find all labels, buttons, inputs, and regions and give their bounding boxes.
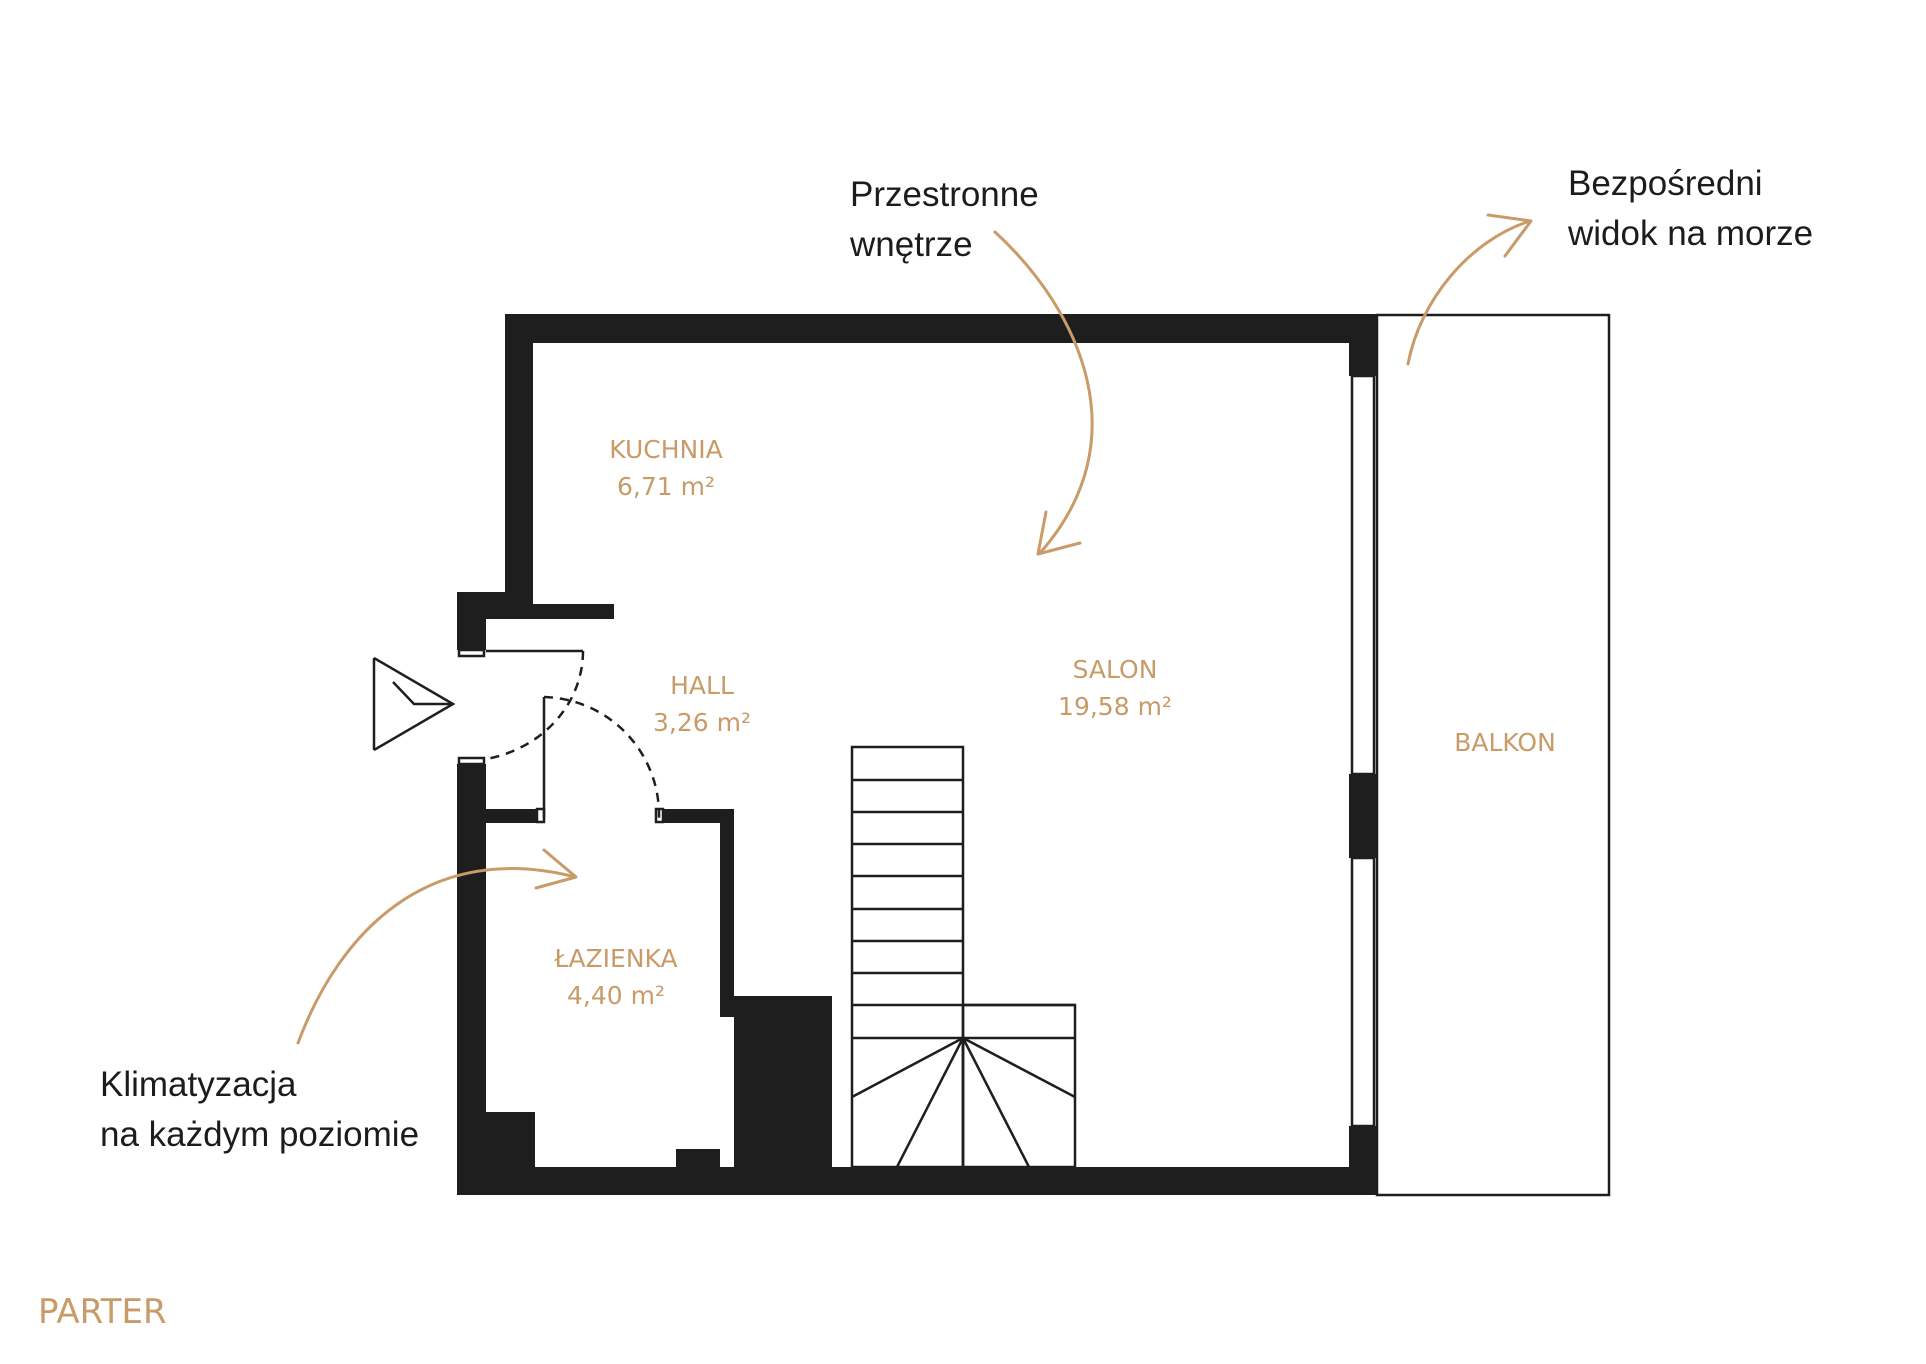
callout-space-line2: wnętrze bbox=[849, 225, 973, 264]
entrance-door bbox=[457, 648, 585, 766]
callout-air-con-line2: na każdym poziomie bbox=[100, 1115, 419, 1154]
floor-label: PARTER bbox=[38, 1292, 167, 1332]
room-area-hall: 3,26 m² bbox=[653, 708, 751, 737]
arrow-air-con-icon bbox=[296, 848, 578, 1045]
callout-air-con-line1: Klimatyzacja bbox=[100, 1065, 297, 1104]
callout-space-line1: Przestronne bbox=[850, 175, 1039, 214]
arrow-sea-view-icon bbox=[1406, 213, 1533, 366]
arrow-space-icon bbox=[993, 230, 1094, 556]
bathroom-door bbox=[535, 695, 665, 824]
entrance-arrow-icon bbox=[372, 656, 456, 752]
room-name-balkon: BALKON bbox=[1454, 728, 1556, 757]
staircase bbox=[850, 745, 1077, 1169]
room-name-lazienka: ŁAZIENKA bbox=[553, 944, 677, 973]
room-area-kuchnia: 6,71 m² bbox=[617, 472, 715, 501]
walls bbox=[457, 314, 1377, 1195]
room-name-hall: HALL bbox=[670, 671, 734, 700]
windows bbox=[1350, 374, 1376, 1128]
balcony-outline bbox=[1375, 313, 1611, 1197]
room-name-kuchnia: KUCHNIA bbox=[609, 435, 722, 464]
room-area-salon: 19,58 m² bbox=[1058, 692, 1172, 721]
room-name-salon: SALON bbox=[1073, 655, 1158, 684]
room-area-lazienka: 4,40 m² bbox=[567, 981, 665, 1010]
callout-sea-view-line2: widok na morze bbox=[1567, 214, 1813, 253]
callout-sea-view-line1: Bezpośredni bbox=[1568, 164, 1763, 203]
